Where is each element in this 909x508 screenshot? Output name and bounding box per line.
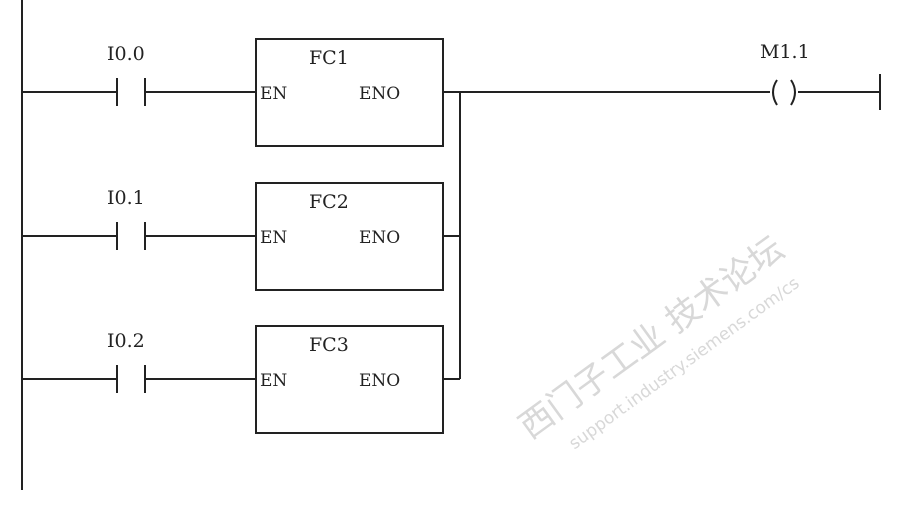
en-pin: EN: [260, 228, 287, 248]
contact-no[interactable]: I0.0: [107, 43, 146, 106]
block-name: FC2: [309, 191, 349, 213]
en-pin: EN: [260, 84, 287, 104]
eno-pin: ENO: [359, 371, 400, 391]
contact-address: I0.2: [107, 330, 145, 352]
watermark-cn: 西门子工业 技术论坛: [512, 229, 792, 448]
en-pin: EN: [260, 371, 287, 391]
coil-left-paren: [772, 79, 778, 106]
contact-address: I0.0: [107, 43, 145, 65]
coil-m1-1[interactable]: M1.1: [760, 41, 810, 106]
coil-address: M1.1: [760, 41, 810, 63]
contact-no[interactable]: I0.1: [107, 187, 146, 250]
block-name: FC3: [309, 334, 349, 356]
contact-no[interactable]: I0.2: [107, 330, 146, 393]
coil-right-paren: [790, 79, 796, 106]
watermark: 西门子工业 技术论坛 support.industry.siemens.com/…: [512, 229, 804, 454]
eno-pin: ENO: [359, 84, 400, 104]
eno-pin: ENO: [359, 228, 400, 248]
contact-address: I0.1: [107, 187, 145, 209]
block-name: FC1: [309, 47, 349, 69]
